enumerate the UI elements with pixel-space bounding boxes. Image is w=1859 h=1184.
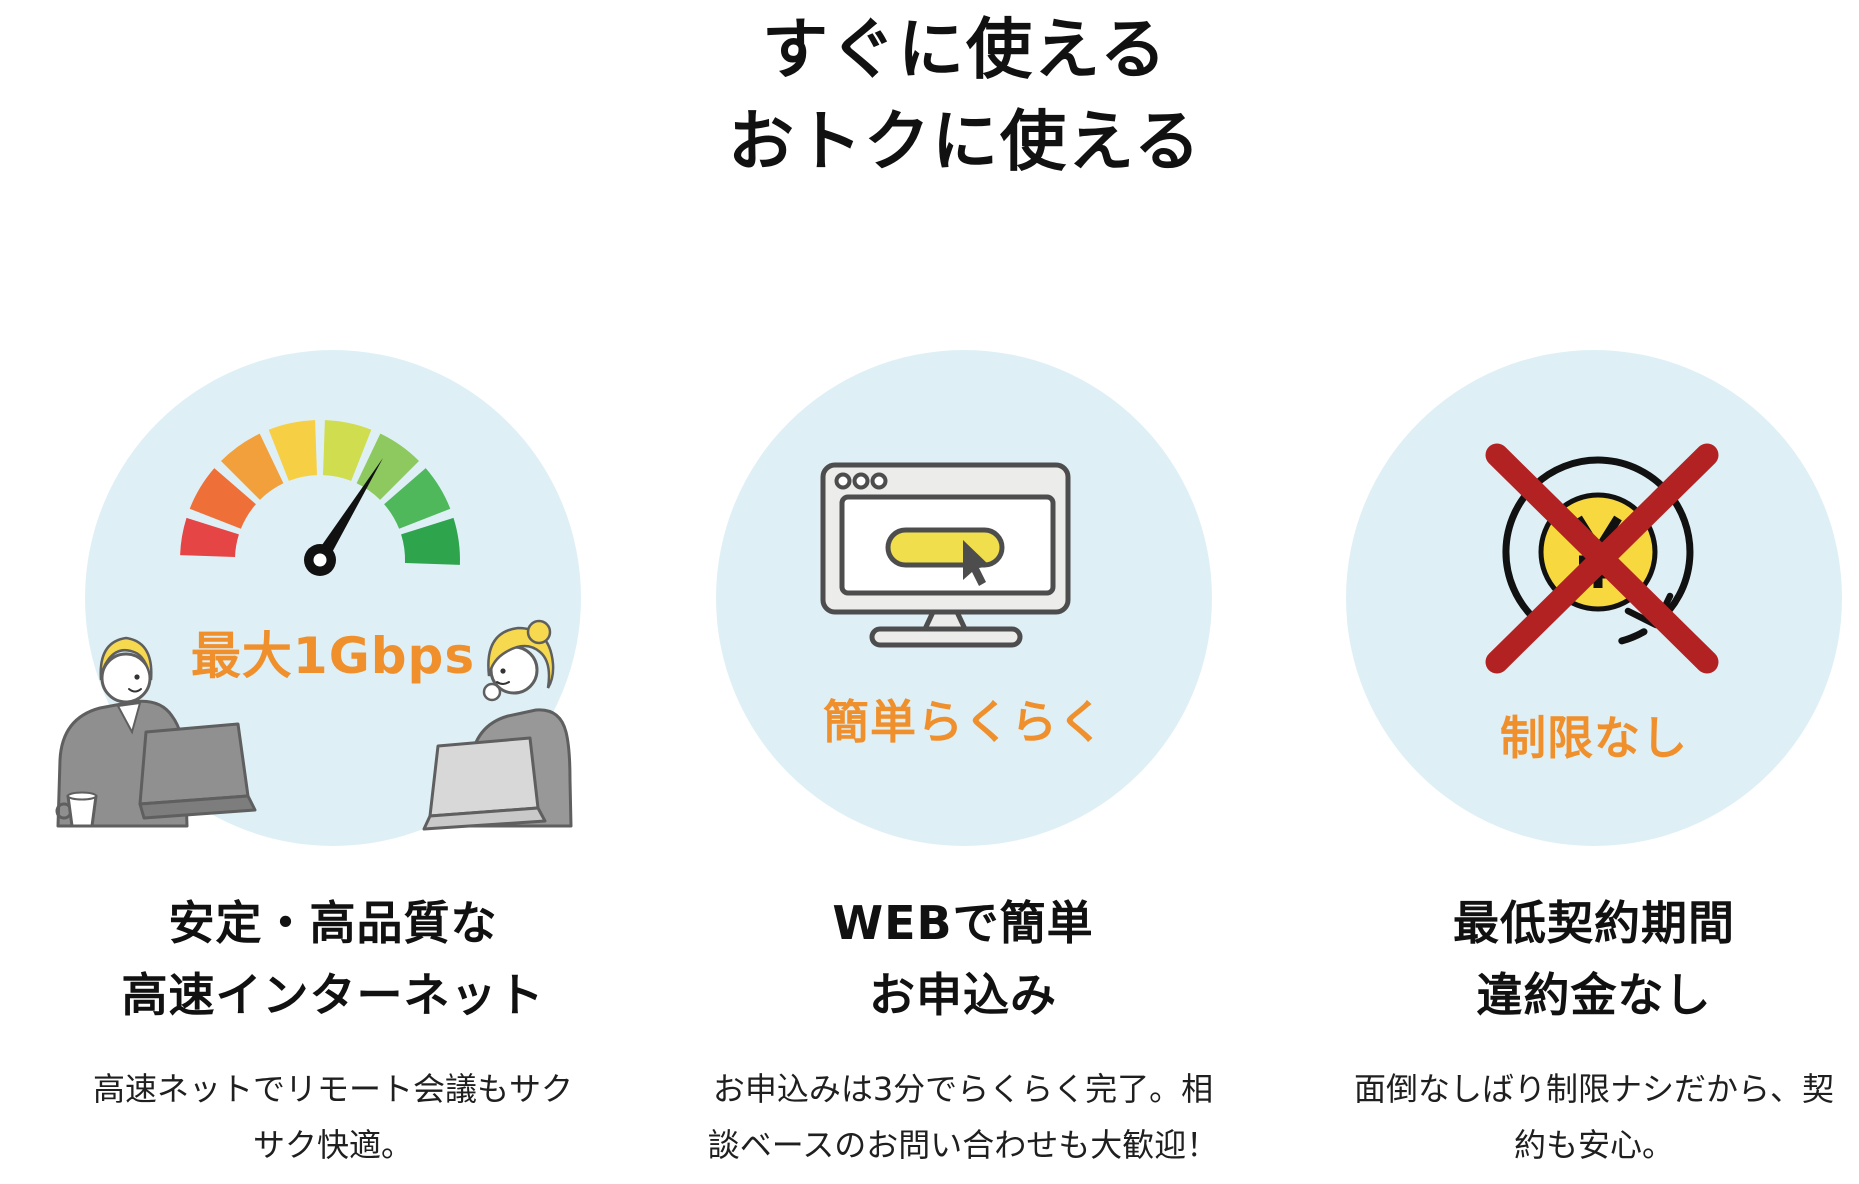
coffee-cup-icon (55, 791, 98, 828)
easy-badge-label: 簡単らくらく (823, 695, 1105, 749)
no-fee-icon (1485, 443, 1719, 674)
feature-description-no-penalty: 面倒なしばり制限ナシだから、契 約も安心。 (1353, 1070, 1834, 1164)
feature-description-internet: 高速ネットでリモート会議もサク サク快適。 (92, 1070, 573, 1164)
speed-badge-label: 最大1Gbps (190, 627, 476, 685)
mouse-cursor-icon (963, 540, 990, 586)
page-title: すぐに使える おトクに使える (85, 4, 1845, 188)
laptop-icon (428, 736, 540, 818)
monitor-click-icon (820, 462, 1071, 648)
person-man-laptop-illustration (55, 636, 257, 828)
feature-heading-web-signup: WEBで簡単 お申込み (832, 896, 1094, 1022)
gauge-arc-icon (180, 420, 460, 576)
prohibition-x-icon (1485, 443, 1719, 674)
web-button-icon (885, 527, 1005, 568)
gauge-needle-icon (314, 458, 383, 564)
page-title-line1: すぐに使える (761, 11, 1169, 88)
feature-heading-internet: 安定・高品質な 高速インターネット (121, 896, 545, 1022)
feature-description-web-signup: お申込みは3分でらくらく完了。相 談ベースのお問い合わせも大歓迎！ (707, 1070, 1219, 1164)
browser-dots-icon (834, 472, 888, 490)
man-hair (99, 636, 153, 681)
feature-heading-no-penalty: 最低契約期間 違約金なし (1453, 896, 1735, 1022)
speedometer-icon (55, 420, 573, 831)
page-title-line2: おトクに使える (727, 103, 1203, 180)
no-limit-badge-label: 制限なし (1500, 711, 1688, 765)
person-woman-laptop-illustration (422, 619, 573, 831)
laptop-icon (138, 722, 250, 806)
